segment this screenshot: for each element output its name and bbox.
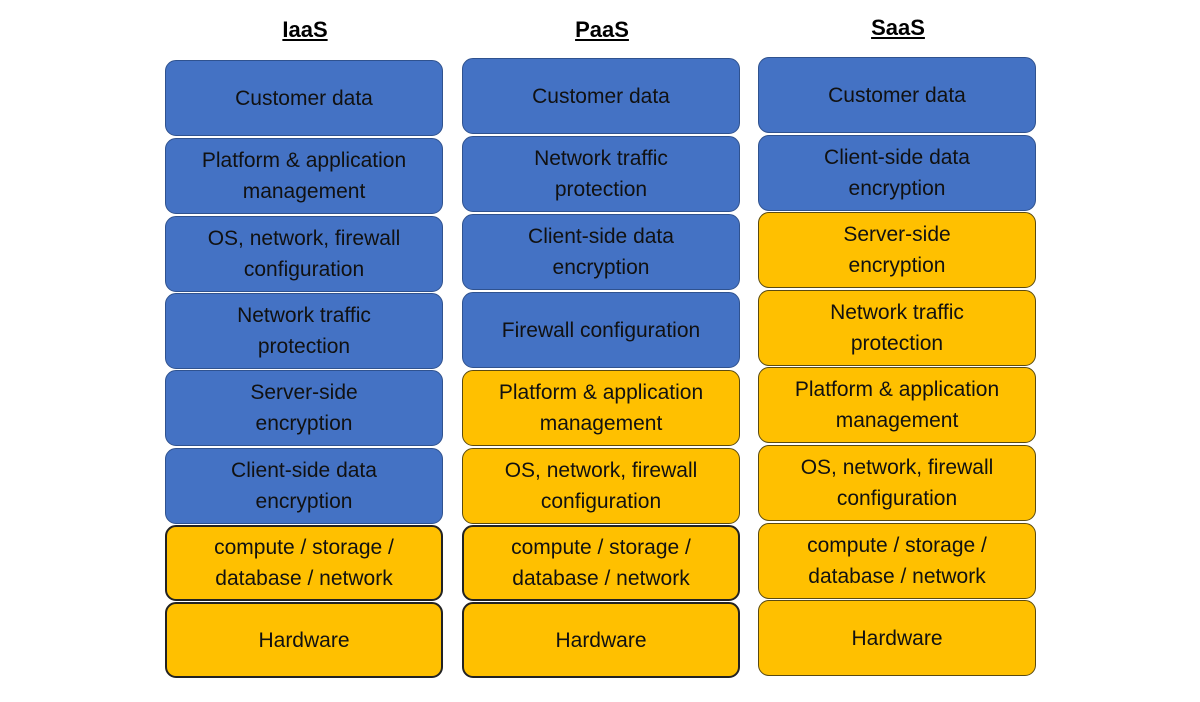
layer-label: OS, network, firewall configuration bbox=[504, 459, 698, 513]
layer-label: compute / storage / database / network bbox=[214, 536, 394, 590]
layer-label: Hardware bbox=[555, 628, 647, 652]
layer-label: Server-side encryption bbox=[250, 381, 358, 435]
layer-label: OS, network, firewall configuration bbox=[800, 456, 994, 510]
layer-label: Network traffic protection bbox=[830, 301, 964, 355]
layer-label: compute / storage / database / network bbox=[511, 536, 691, 590]
layer-network-traffic-protection: Network traffic protection bbox=[758, 290, 1036, 366]
layer-label: Server-side encryption bbox=[843, 223, 951, 277]
layer-label: compute / storage / database / network bbox=[807, 534, 987, 588]
layer-compute-storage: compute / storage / database / network bbox=[165, 525, 443, 601]
layer-firewall-configuration: Firewall configuration bbox=[462, 292, 740, 368]
layer-label: Platform & application management bbox=[498, 381, 704, 435]
layer-label: Customer data bbox=[235, 86, 373, 110]
layer-client-side-encryption: Client-side data encryption bbox=[462, 214, 740, 290]
layer-client-side-encryption: Client-side data encryption bbox=[165, 448, 443, 524]
layer-label: Customer data bbox=[828, 83, 966, 107]
layer-label: Platform & application management bbox=[201, 149, 407, 203]
layer-network-traffic-protection: Network traffic protection bbox=[165, 293, 443, 369]
layer-hardware: Hardware bbox=[462, 602, 740, 678]
layer-platform-app-management: Platform & application management bbox=[462, 370, 740, 446]
layer-label: Platform & application management bbox=[794, 378, 1000, 432]
layer-label: Customer data bbox=[532, 84, 670, 108]
layer-compute-storage: compute / storage / database / network bbox=[462, 525, 740, 601]
layer-platform-app-management: Platform & application management bbox=[758, 367, 1036, 443]
layer-os-network-firewall: OS, network, firewall configuration bbox=[462, 448, 740, 524]
layer-customer-data: Customer data bbox=[758, 57, 1036, 133]
layer-client-side-encryption: Client-side data encryption bbox=[758, 135, 1036, 211]
layer-compute-storage: compute / storage / database / network bbox=[758, 523, 1036, 599]
layer-label: Network traffic protection bbox=[237, 304, 371, 358]
layer-label: Hardware bbox=[851, 626, 943, 650]
layer-customer-data: Customer data bbox=[462, 58, 740, 134]
layer-hardware: Hardware bbox=[758, 600, 1036, 676]
layer-label: Network traffic protection bbox=[534, 147, 668, 201]
layer-os-network-firewall: OS, network, firewall configuration bbox=[758, 445, 1036, 521]
layer-customer-data: Customer data bbox=[165, 60, 443, 136]
layer-os-network-firewall: OS, network, firewall configuration bbox=[165, 216, 443, 292]
layer-hardware: Hardware bbox=[165, 602, 443, 678]
layer-label: Client-side data encryption bbox=[824, 146, 970, 200]
layer-network-traffic-protection: Network traffic protection bbox=[462, 136, 740, 212]
layer-platform-app-management: Platform & application management bbox=[165, 138, 443, 214]
column-title: IaaS bbox=[282, 17, 328, 42]
layer-label: Firewall configuration bbox=[501, 318, 701, 342]
layer-label: OS, network, firewall configuration bbox=[207, 227, 401, 281]
column-title: SaaS bbox=[871, 15, 925, 40]
layer-server-side-encryption: Server-side encryption bbox=[165, 370, 443, 446]
column-title: PaaS bbox=[575, 17, 629, 42]
layer-server-side-encryption: Server-side encryption bbox=[758, 212, 1036, 288]
layer-label: Client-side data encryption bbox=[231, 459, 377, 513]
layer-label: Hardware bbox=[258, 628, 350, 652]
layer-label: Client-side data encryption bbox=[528, 225, 674, 279]
